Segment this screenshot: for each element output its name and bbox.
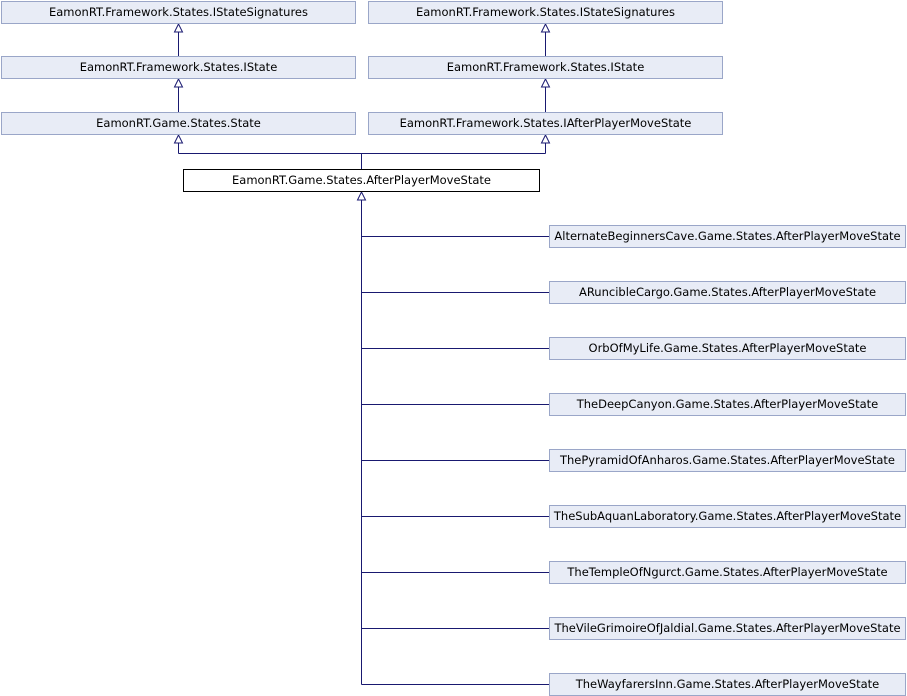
node-derived[interactable]: TheWayfarersInn.Game.States.AfterPlayerM…	[549, 673, 906, 696]
node-derived[interactable]: ThePyramidOfAnharos.Game.States.AfterPla…	[549, 449, 906, 472]
node-derived[interactable]: OrbOfMyLife.Game.States.AfterPlayerMoveS…	[549, 337, 906, 360]
node-derived[interactable]: AlternateBeginnersCave.Game.States.After…	[549, 225, 906, 248]
node-left-istate[interactable]: EamonRT.Framework.States.IState	[1, 56, 356, 79]
edge-arrowhead	[173, 133, 184, 144]
edge-arrowhead	[540, 22, 551, 33]
node-left-istatesignatures[interactable]: EamonRT.Framework.States.IStateSignature…	[1, 1, 356, 24]
edge-arrowhead	[356, 190, 367, 201]
edge-arrowhead	[540, 133, 551, 144]
node-afterplayermovestate-focus: EamonRT.Game.States.AfterPlayerMoveState	[183, 169, 540, 192]
node-right-istatesignatures[interactable]: EamonRT.Framework.States.IStateSignature…	[368, 1, 723, 24]
node-right-istate[interactable]: EamonRT.Framework.States.IState	[368, 56, 723, 79]
node-derived[interactable]: TheDeepCanyon.Game.States.AfterPlayerMov…	[549, 393, 906, 416]
node-derived[interactable]: TheTempleOfNgurct.Game.States.AfterPlaye…	[549, 561, 906, 584]
edge-arrowhead	[173, 77, 184, 88]
node-derived[interactable]: TheVileGrimoireOfJaldial.Game.States.Aft…	[549, 617, 906, 640]
node-derived[interactable]: TheSubAquanLaboratory.Game.States.AfterP…	[549, 505, 906, 528]
node-iafterplayermovestate[interactable]: EamonRT.Framework.States.IAfterPlayerMov…	[368, 112, 723, 135]
edge-arrowhead	[540, 77, 551, 88]
node-derived[interactable]: ARuncibleCargo.Game.States.AfterPlayerMo…	[549, 281, 906, 304]
edge-arrowhead	[173, 22, 184, 33]
node-state[interactable]: EamonRT.Game.States.State	[1, 112, 356, 135]
